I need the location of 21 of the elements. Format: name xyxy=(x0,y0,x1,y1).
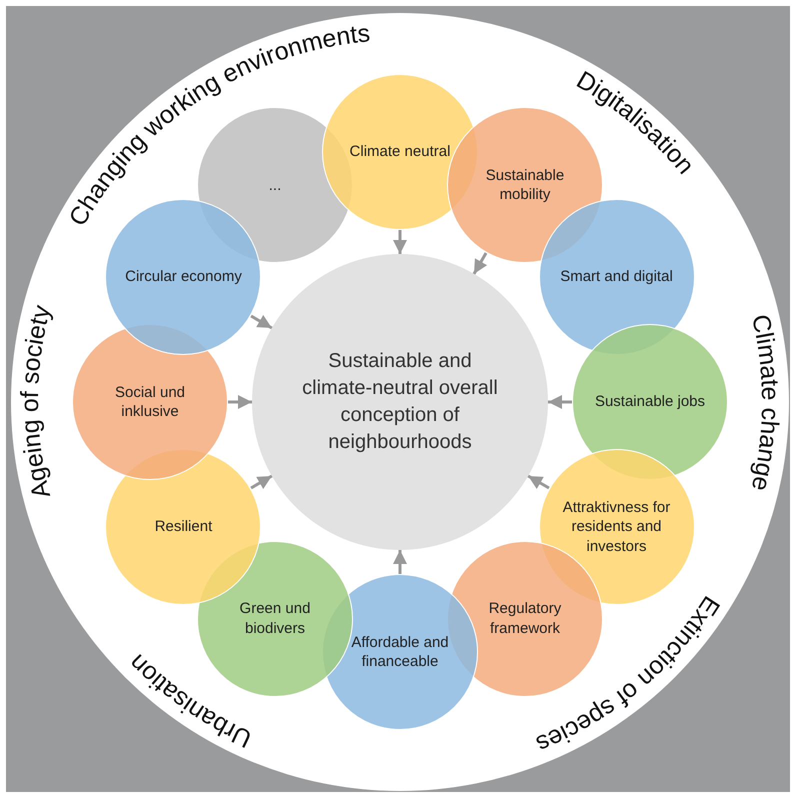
node-text: Sustainable jobs xyxy=(594,392,706,412)
node-text: Social und inklusive xyxy=(114,382,186,422)
node-text: Affordable and financeable xyxy=(350,632,450,672)
node-text: Attraktivness for residents and investors xyxy=(562,498,672,556)
node-text: Circular economy xyxy=(125,267,242,287)
node-text: Climate neutral xyxy=(350,142,450,162)
arrow xyxy=(250,314,273,330)
arrow xyxy=(472,252,488,275)
arrow xyxy=(250,474,273,490)
node-text: Regulatory framework xyxy=(488,599,562,638)
node-text: Resilient xyxy=(154,517,212,537)
arrow xyxy=(393,230,407,254)
node-text: Sustainable mobility xyxy=(484,166,566,205)
arrow xyxy=(393,550,407,574)
arrow xyxy=(228,395,252,409)
node-text: Smart and digital xyxy=(560,267,673,287)
arrow xyxy=(527,474,550,490)
node-text: Green und biodivers xyxy=(238,599,312,638)
arrow xyxy=(548,395,572,409)
node-text: Sustainable and climate-neutral overall conception of neighbourhoods xyxy=(301,349,499,455)
node-text: ... xyxy=(268,176,282,196)
